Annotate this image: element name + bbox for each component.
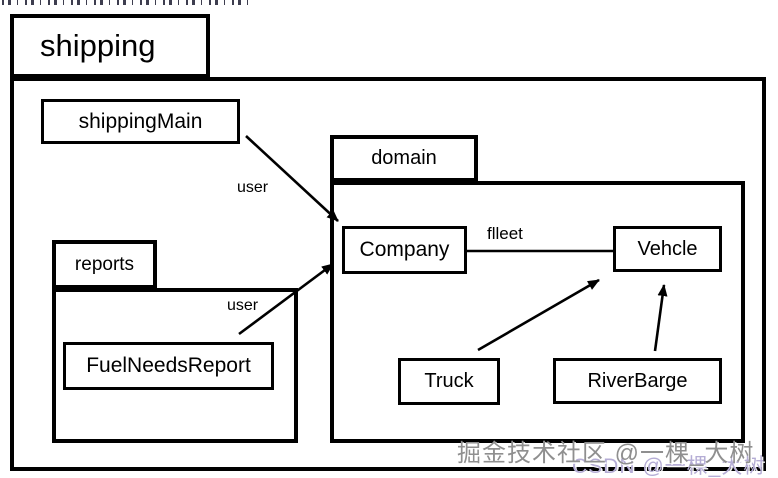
class-label-shippingmain: shippingMain — [78, 109, 203, 133]
class-box-fuelneedsreport: FuelNeedsReport — [63, 342, 274, 390]
class-box-shippingmain: shippingMain — [41, 99, 240, 144]
edge-label-user-reports: user — [227, 297, 259, 314]
package-tab-reports: reports — [52, 240, 157, 289]
class-label-vehcle: Vehcle — [637, 237, 698, 260]
class-box-truck: Truck — [398, 358, 500, 405]
class-label-truck: Truck — [424, 370, 474, 392]
edge-shippingmain-company — [245, 135, 339, 222]
clipped-text-top — [2, 0, 250, 5]
package-tab-shipping: shipping — [10, 14, 210, 78]
edge-reports-company — [238, 262, 334, 336]
class-box-vehcle: Vehcle — [613, 226, 722, 272]
class-label-company: Company — [359, 238, 450, 261]
watermark-juejin: 掘金技术社区 @一棵_大树 — [457, 440, 755, 467]
class-label-fuelneedsreport: FuelNeedsReport — [86, 354, 251, 377]
watermark-csdn: CSDN @一棵_大树 — [572, 455, 766, 478]
package-label-shipping: shipping — [40, 28, 156, 63]
edge-label-user-main: user — [237, 179, 269, 196]
package-tab-domain: domain — [330, 135, 478, 182]
class-box-riverbarge: RiverBarge — [553, 358, 722, 404]
package-label-domain: domain — [371, 147, 437, 169]
edge-truck-vehcle — [477, 278, 600, 352]
edge-riverbarge-vehcle — [653, 284, 668, 352]
class-label-riverbarge: RiverBarge — [587, 369, 688, 392]
edge-label-flleet: flleet — [487, 224, 523, 243]
class-box-company: Company — [342, 226, 467, 274]
package-label-reports: reports — [74, 253, 135, 275]
